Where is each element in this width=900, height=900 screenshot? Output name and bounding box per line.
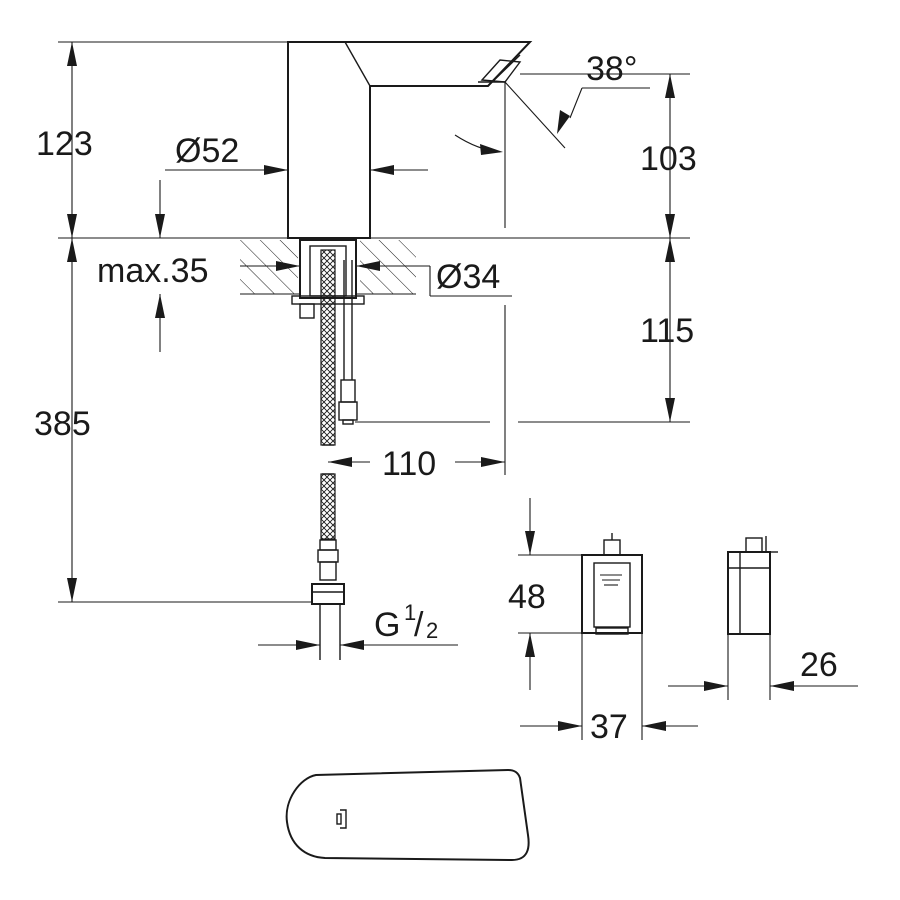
dim-385-label: 385: [34, 405, 91, 443]
dim-115-label: 115: [640, 312, 694, 350]
dim-26: 26: [668, 634, 858, 700]
dim-110: 110: [328, 445, 505, 483]
dim-37-label: 37: [590, 708, 628, 746]
supply-hose: [311, 249, 345, 660]
dim-thread: G 1 / 2: [258, 600, 458, 650]
dim-max-35: max.35: [97, 180, 300, 352]
dim-48: 48: [508, 498, 582, 690]
reference-lines: [58, 41, 690, 603]
dim-110-label: 110: [382, 445, 436, 483]
dim-diameter-34-label: Ø34: [436, 258, 500, 296]
dim-thread-label: G: [374, 606, 400, 644]
dim-123-label: 123: [36, 125, 93, 163]
dim-103: 103: [640, 74, 697, 238]
dim-115: 115: [640, 238, 694, 422]
dim-123: 123: [36, 42, 93, 238]
dim-385: 385: [34, 238, 91, 602]
faucet-body: [287, 41, 533, 239]
dim-48-label: 48: [508, 578, 546, 616]
dim-angle-38-label: 38°: [586, 50, 637, 88]
dim-diameter-52-label: Ø52: [175, 132, 239, 170]
dim-103-label: 103: [640, 140, 697, 178]
control-box-side: [727, 536, 778, 635]
dim-max-35-label: max.35: [97, 252, 209, 290]
dim-angle-38: 38°: [454, 50, 650, 155]
dim-26-label: 26: [800, 646, 838, 684]
dim-thread-denominator: 2: [426, 618, 438, 643]
spout-top-view: [285, 768, 530, 862]
dim-thread-slash: /: [414, 606, 424, 644]
dim-diameter-34: Ø34: [356, 258, 512, 297]
sensor-cable: [338, 260, 358, 425]
dim-37: 37: [520, 633, 698, 746]
dim-diameter-52: Ø52: [165, 132, 428, 175]
control-box-front: [581, 533, 643, 635]
dim-thread-numerator: 1: [404, 600, 416, 625]
